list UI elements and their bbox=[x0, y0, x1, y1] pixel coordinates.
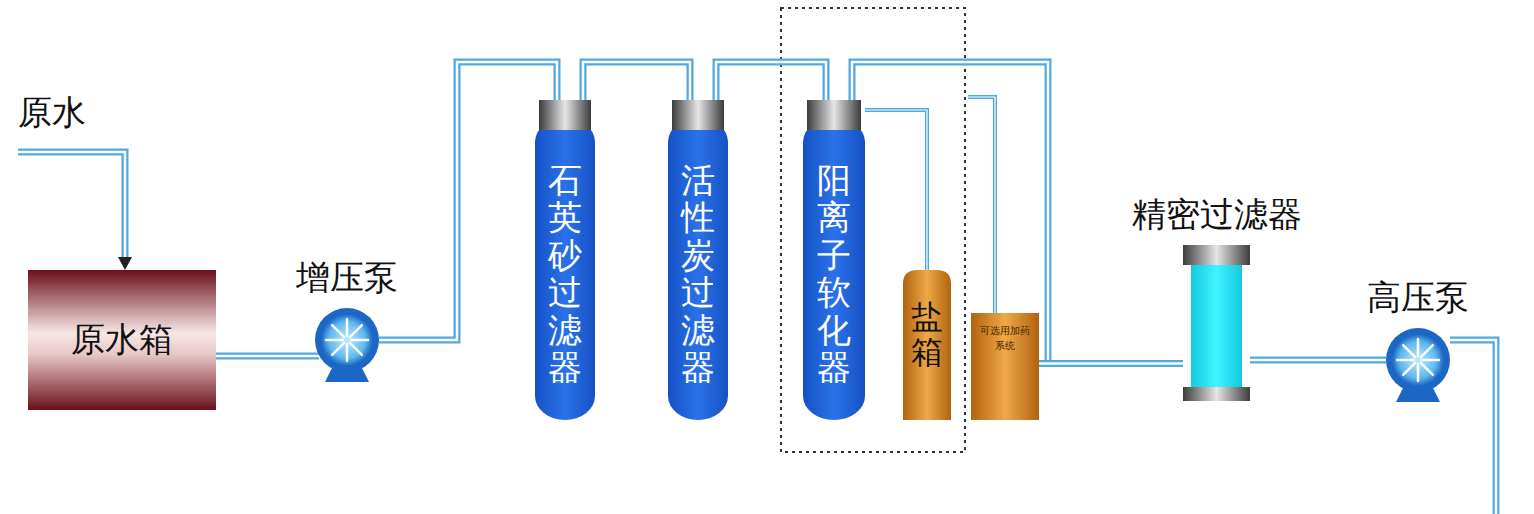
node-label: 原水箱 bbox=[71, 317, 173, 363]
inlet-pipe bbox=[18, 152, 132, 270]
node-label: 增压泵 bbox=[296, 257, 398, 298]
pipe-outer bbox=[583, 62, 690, 100]
dosing-box: 可选用加药系统 bbox=[971, 313, 1039, 420]
softener-vessel: 阳离子软化器 bbox=[803, 100, 865, 420]
node-label: 活性炭过滤器 bbox=[681, 162, 715, 386]
pipe-outer bbox=[379, 62, 557, 340]
pump-shape bbox=[315, 308, 379, 372]
water-pipe bbox=[1250, 360, 1386, 361]
node-label: 石英砂过滤器 bbox=[548, 162, 582, 386]
pipe-outer bbox=[1039, 360, 1183, 367]
node-label: 阳离子软化器 bbox=[817, 162, 851, 386]
pipe-inner bbox=[716, 62, 826, 100]
filter-vessel: 石英砂过滤器 bbox=[535, 100, 595, 420]
pipe-inner bbox=[1039, 362, 1183, 365]
precision-filter-shape bbox=[1183, 245, 1250, 405]
pipe-inner bbox=[865, 110, 927, 270]
pipe-outer bbox=[1250, 357, 1386, 364]
node-label: 高压泵 bbox=[1367, 277, 1469, 318]
precision-filter: 精密过滤器 bbox=[1183, 245, 1250, 405]
flow-label: 原水 bbox=[18, 92, 86, 133]
node-label: 精密过滤器 bbox=[1132, 194, 1302, 235]
pipe-inner bbox=[583, 62, 690, 100]
pipe-outer bbox=[716, 62, 826, 100]
pump-shape bbox=[1386, 328, 1450, 392]
pipe-inner bbox=[379, 62, 557, 340]
water-pipe bbox=[716, 62, 826, 100]
pipe-inner bbox=[216, 355, 319, 358]
outlet-pipe bbox=[1450, 340, 1496, 514]
dosing-pipe bbox=[968, 97, 995, 313]
node-label: 盐箱 bbox=[911, 300, 943, 370]
pump: 高压泵 bbox=[1386, 328, 1450, 392]
water-pipe bbox=[379, 62, 557, 340]
salt-tank: 盐箱 bbox=[903, 270, 951, 420]
pipe-outer bbox=[216, 353, 319, 360]
water-pipe bbox=[583, 62, 690, 100]
pump: 增压泵 bbox=[315, 308, 379, 372]
group-bracket bbox=[781, 8, 965, 452]
pipe-inner bbox=[1250, 359, 1386, 362]
water-pipe bbox=[865, 110, 927, 270]
node-label: 可选用加药系统 bbox=[977, 323, 1033, 353]
water-pipe bbox=[216, 356, 319, 357]
water-pipe bbox=[1039, 363, 1183, 364]
filter-vessel: 活性炭过滤器 bbox=[668, 100, 728, 420]
water-tank: 原水箱 bbox=[28, 270, 216, 410]
pipe-outer bbox=[865, 110, 927, 270]
